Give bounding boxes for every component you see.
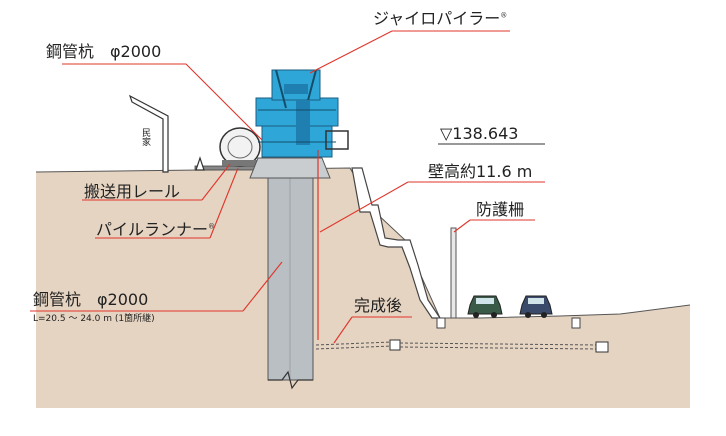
gyro-piler-icon (255, 69, 349, 158)
car-icon (519, 295, 553, 318)
pile-runner-label: パイルランナー® (96, 220, 216, 239)
pile-length-label: L=20.5 ～ 24.0 m (1箇所継) (33, 314, 155, 324)
road-fixture-right (571, 317, 581, 329)
transport-rail-label: 搬送用レール (84, 182, 181, 201)
guard-fence-post (450, 227, 457, 319)
car-icon (467, 295, 503, 318)
pile-runner-icon (219, 127, 261, 167)
wall-height-label: 壁高約11.6 m (428, 162, 533, 181)
leader-lines (30, 30, 545, 344)
guard-fence-label: 防護柵 (476, 200, 525, 219)
rail-support-icon (195, 156, 205, 171)
steel-pile-bottom-label: 鋼管杭 φ2000 (33, 290, 149, 309)
steel-pile-top-label: 鋼管杭 φ2000 (46, 42, 162, 61)
house-icon (128, 94, 169, 173)
road-fixture-left (436, 317, 446, 329)
pile-head-casing (249, 157, 331, 179)
level-label: ▽138.643 (440, 124, 519, 143)
pile-cut-mark (268, 370, 313, 390)
after-completion-label: 完成後 (354, 296, 403, 315)
gyro-piler-label: ジャイロパイラー® (373, 9, 508, 28)
underground-pipe (315, 339, 609, 353)
house-label: 民家 (140, 128, 150, 146)
